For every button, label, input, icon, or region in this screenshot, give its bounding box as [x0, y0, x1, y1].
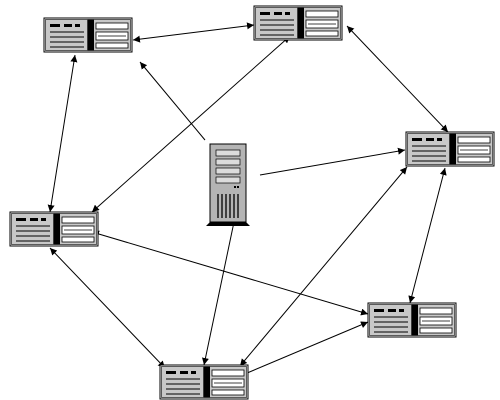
connection-pc-top-middle-to-pc-right	[346, 25, 449, 133]
computer-icon	[159, 364, 249, 400]
connections	[47, 22, 449, 377]
connection-server-center-to-pc-top-left	[139, 61, 206, 141]
computer-icon	[43, 17, 133, 53]
connection-pc-top-middle-to-pc-left	[91, 35, 291, 213]
computer-icon	[253, 5, 343, 41]
computer-icon	[9, 211, 99, 247]
connection-pc-lower-right-to-pc-bottom	[239, 321, 369, 377]
computer-icon	[367, 302, 457, 338]
nodes	[9, 5, 495, 400]
connection-pc-left-to-pc-bottom	[49, 247, 166, 369]
connection-server-center-to-pc-right	[259, 147, 406, 176]
connection-pc-right-to-pc-lower-right	[408, 167, 447, 304]
connection-pc-left-to-pc-lower-right	[91, 230, 369, 316]
connection-pc-top-left-to-pc-top-middle	[132, 22, 255, 43]
connection-server-center-to-pc-bottom	[202, 221, 235, 366]
server-icon	[206, 143, 250, 226]
connection-pc-top-left-to-pc-left	[47, 54, 78, 213]
computer-icon	[405, 131, 495, 167]
